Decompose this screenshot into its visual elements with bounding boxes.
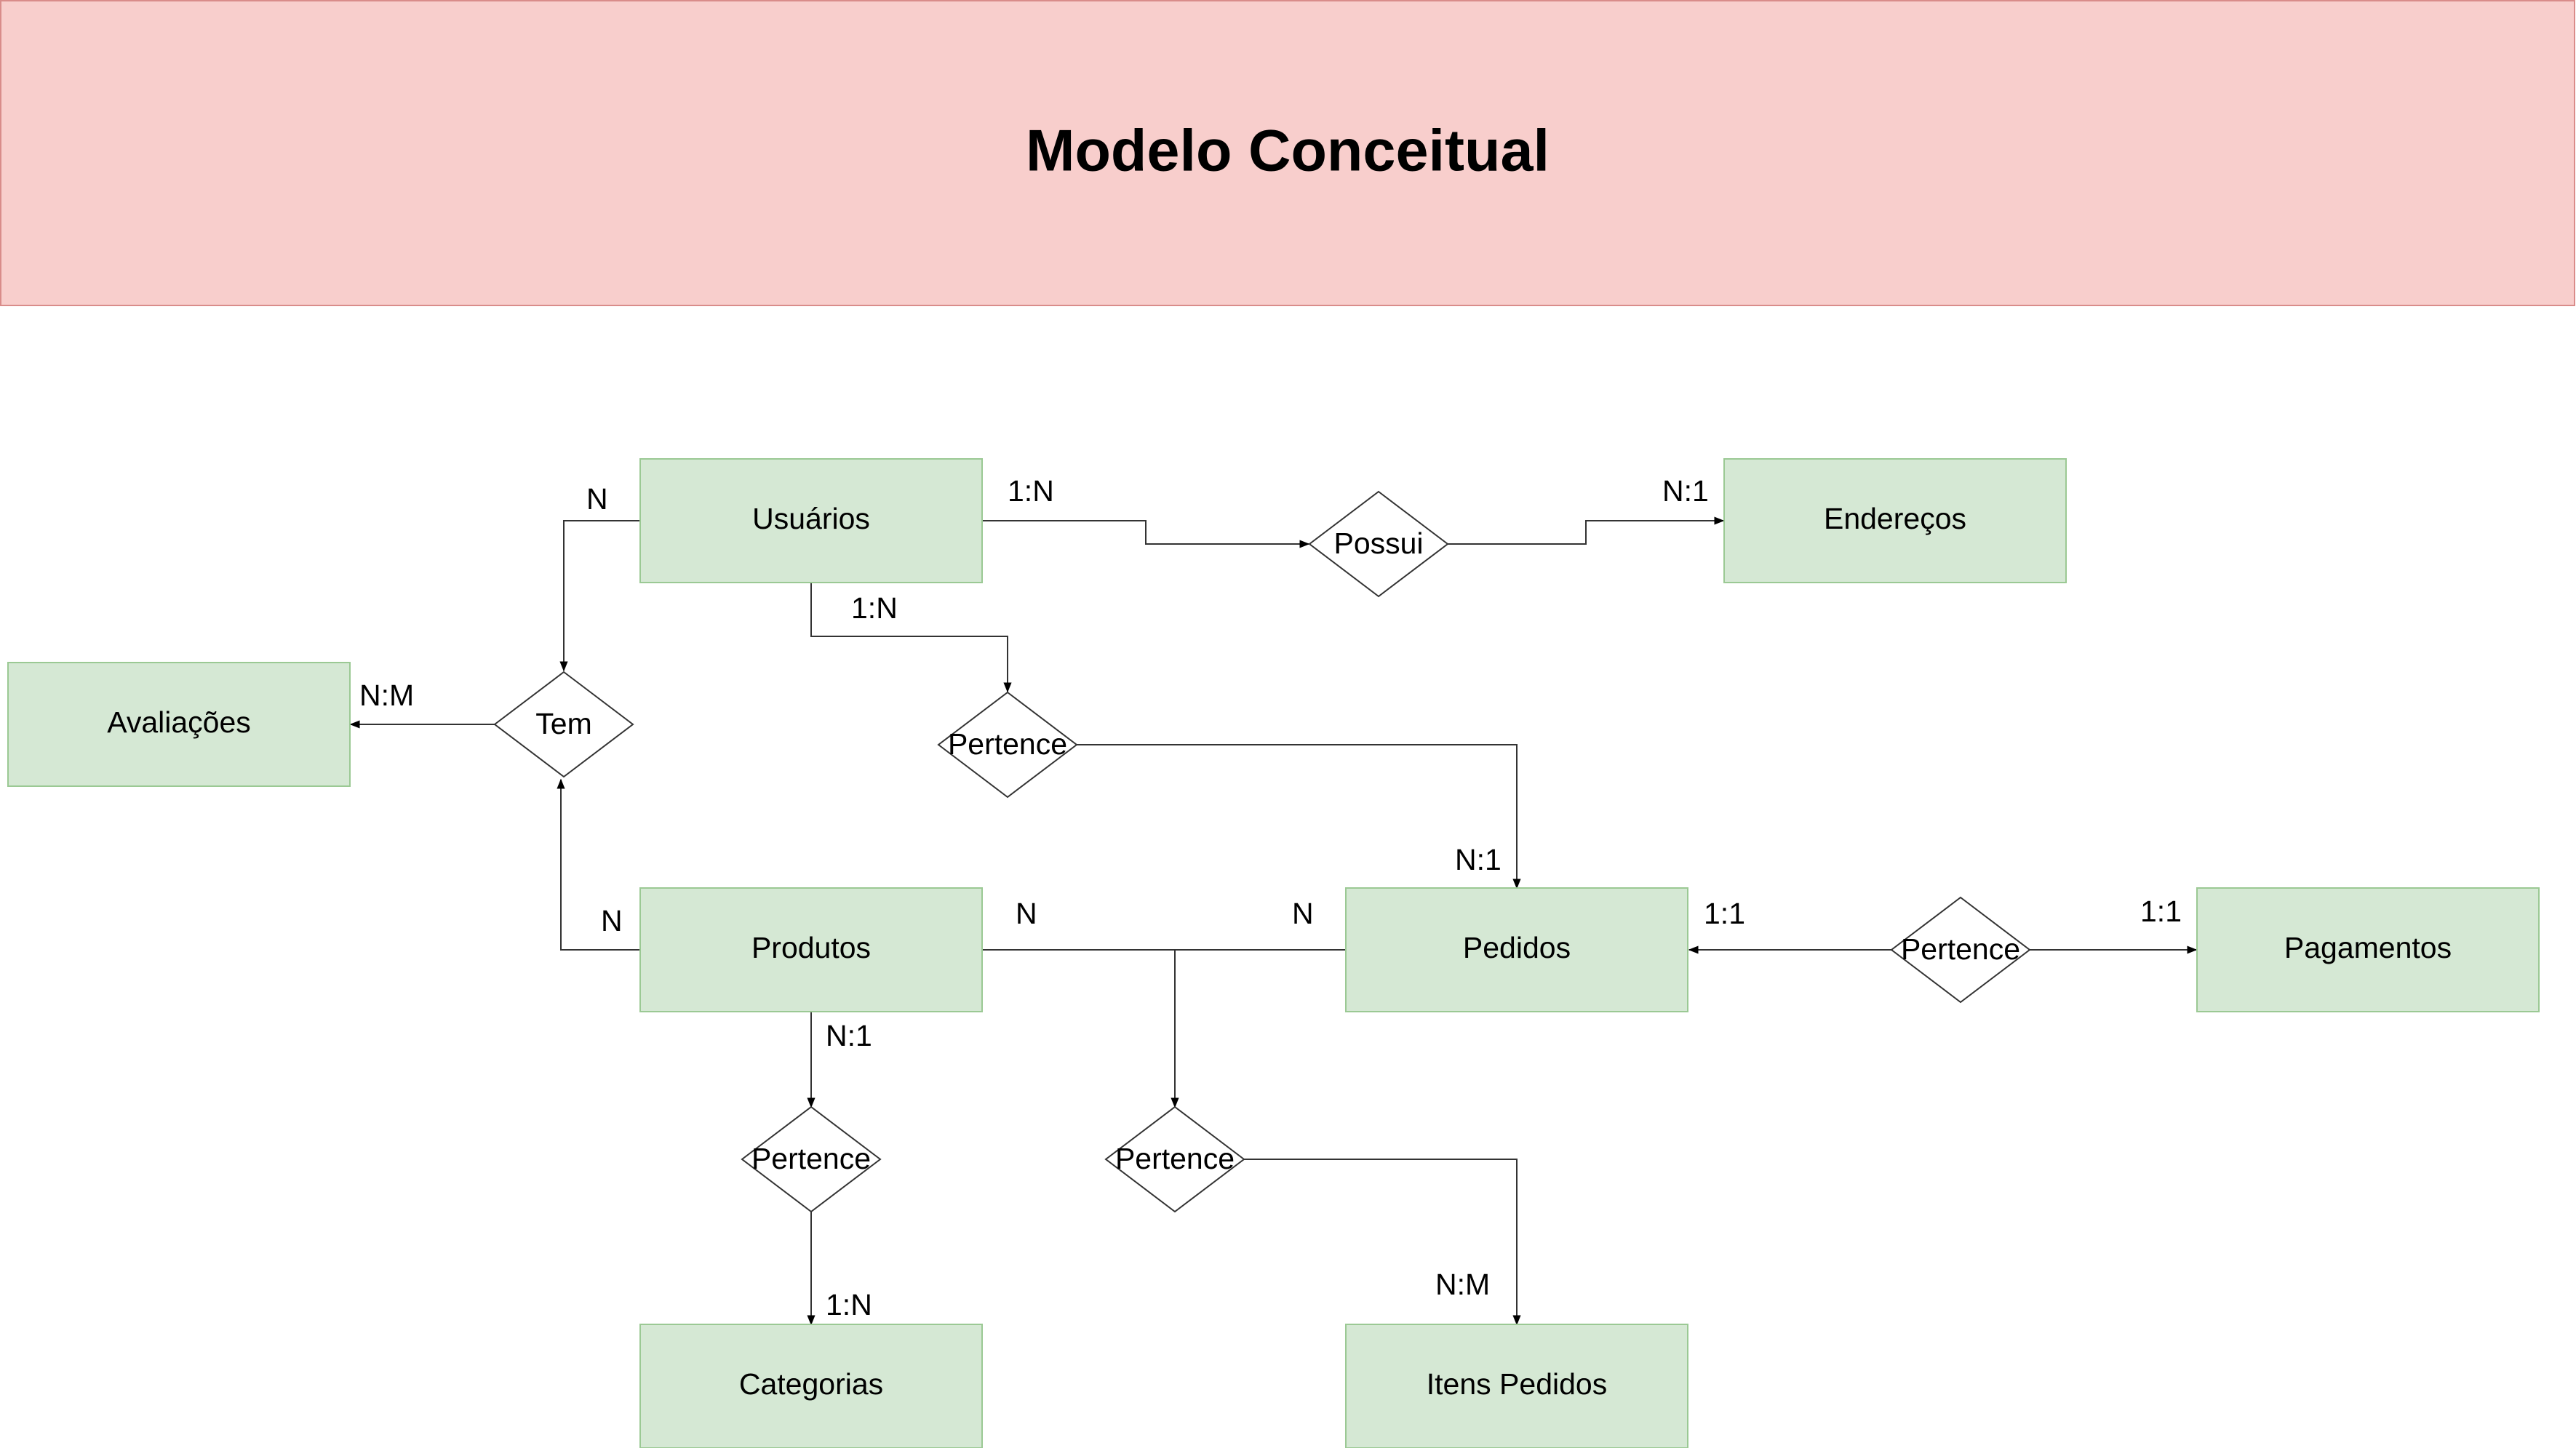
line-usuarios-possui: [982, 520, 1310, 548]
entity-label: Endereços: [1824, 502, 1966, 535]
connectors: [349, 516, 2198, 1326]
relationship-pertence-produtos-categorias[interactable]: Pertence: [741, 1105, 882, 1213]
entity-label: Produtos: [751, 931, 871, 964]
cardinality-itens-pedidos: N:M: [1435, 1268, 1490, 1301]
cardinality-usuarios-pertence: 1:N: [851, 591, 898, 625]
cardinality-usuarios-possui: 1:N: [1008, 474, 1054, 508]
entity-label: Usuários: [752, 502, 870, 535]
entity-categorias[interactable]: Categorias: [639, 1324, 983, 1448]
entity-itens-pedidos[interactable]: Itens Pedidos: [1345, 1324, 1688, 1448]
entity-label: Pagamentos: [2284, 931, 2452, 964]
entity-enderecos[interactable]: Endereços: [1723, 458, 2067, 583]
entity-label: Itens Pedidos: [1427, 1367, 1607, 1401]
page-title: Modelo Conceitual: [1026, 118, 1550, 183]
relationship-pertence-pedidos-pagamentos[interactable]: Pertence: [1890, 896, 2031, 1004]
entity-pedidos[interactable]: Pedidos: [1345, 887, 1688, 1012]
relationship-label: Pertence: [948, 727, 1067, 761]
cardinality-produtos-tem: N: [601, 904, 623, 937]
relationship-label: Pertence: [1115, 1142, 1235, 1175]
entity-usuarios[interactable]: Usuários: [639, 458, 983, 583]
line-possui-enderecos: [1448, 516, 1725, 545]
relationship-possui[interactable]: Possui: [1308, 490, 1449, 598]
entity-avaliacoes[interactable]: Avaliações: [7, 662, 351, 787]
cardinality-categorias: 1:N: [826, 1288, 872, 1321]
entity-label: Avaliações: [107, 705, 251, 739]
line-usuarios-pertence: [810, 583, 1012, 693]
line-usuarios-tem: [559, 520, 640, 672]
relationship-pertence-usuarios-pedidos[interactable]: Pertence: [937, 691, 1078, 799]
cardinality-produtos-categoria: N:1: [826, 1019, 872, 1052]
relationship-tem[interactable]: Tem: [493, 671, 634, 778]
cardinality-produtos-itens: N: [1016, 897, 1037, 930]
cardinality-pedidos-itens: N: [1292, 897, 1314, 930]
cardinality-pagamentos-pertence: 1:1: [2140, 895, 2182, 928]
entity-produtos[interactable]: Produtos: [639, 887, 983, 1012]
relationship-label: Pertence: [751, 1142, 871, 1175]
relationship-pertence-itens[interactable]: Pertence: [1104, 1105, 1245, 1213]
relationship-label: Possui: [1333, 527, 1423, 560]
cardinality-possui-enderecos: N:1: [1662, 474, 1709, 508]
cardinality-tem-avaliacoes: N:M: [359, 679, 414, 712]
line-produtos-tem: [557, 778, 640, 951]
relationship-label: Tem: [535, 707, 591, 740]
line-pertence-itens: [1244, 1159, 1521, 1326]
cardinality-usuarios-tem: N: [586, 482, 608, 516]
cardinality-pertence-pedidos: N:1: [1455, 843, 1502, 876]
line-pertence-pedidos: [1077, 744, 1521, 889]
entity-label: Categorias: [739, 1367, 883, 1401]
title-banner: Modelo Conceitual: [0, 0, 2575, 306]
entity-label: Pedidos: [1463, 931, 1571, 964]
cardinality-labels: 1:N N:1 N N:M 1:N N:1 N N N 1:1 1:1 N:1 …: [359, 474, 2182, 1321]
entity-pagamentos[interactable]: Pagamentos: [2196, 887, 2540, 1012]
relationship-label: Pertence: [1901, 932, 2020, 966]
cardinality-pedidos-pagamento: 1:1: [1704, 897, 1745, 930]
